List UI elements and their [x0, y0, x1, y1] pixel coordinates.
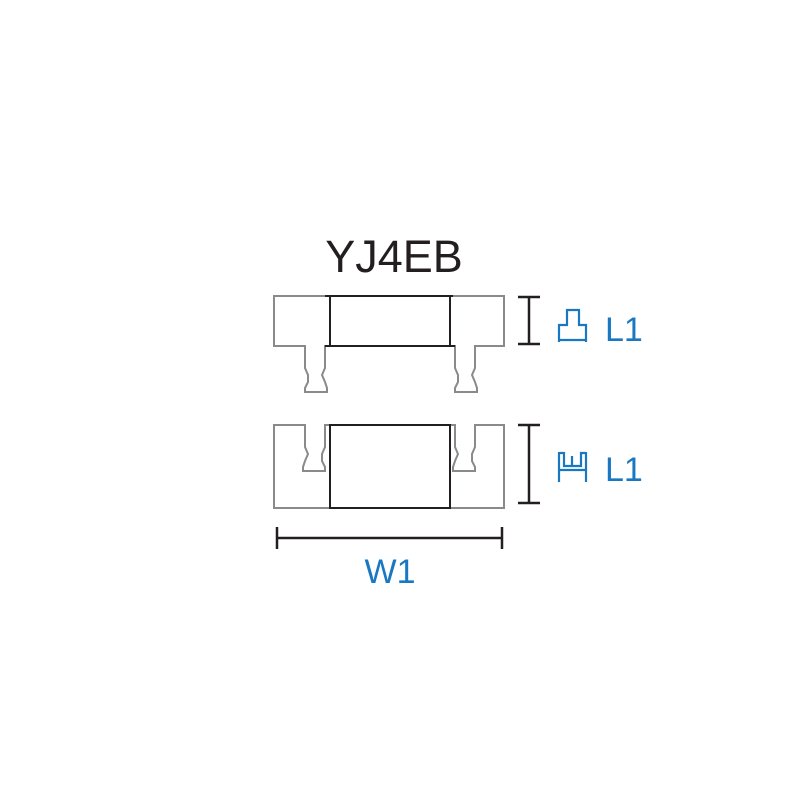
bottom-view-l1-label: L1 [605, 451, 643, 489]
height-dimension-top [518, 295, 540, 346]
width-dimension [275, 527, 504, 549]
plug-protruding-icon [557, 308, 588, 342]
model-title: YJ4EB [325, 231, 463, 282]
height-dimension-bottom [518, 423, 540, 505]
socket-recessed-icon [557, 451, 588, 482]
top-view-l1-label: L1 [605, 311, 643, 349]
width-label: W1 [365, 553, 416, 591]
top-view-part [273, 295, 505, 393]
bottom-view-part [273, 424, 505, 509]
